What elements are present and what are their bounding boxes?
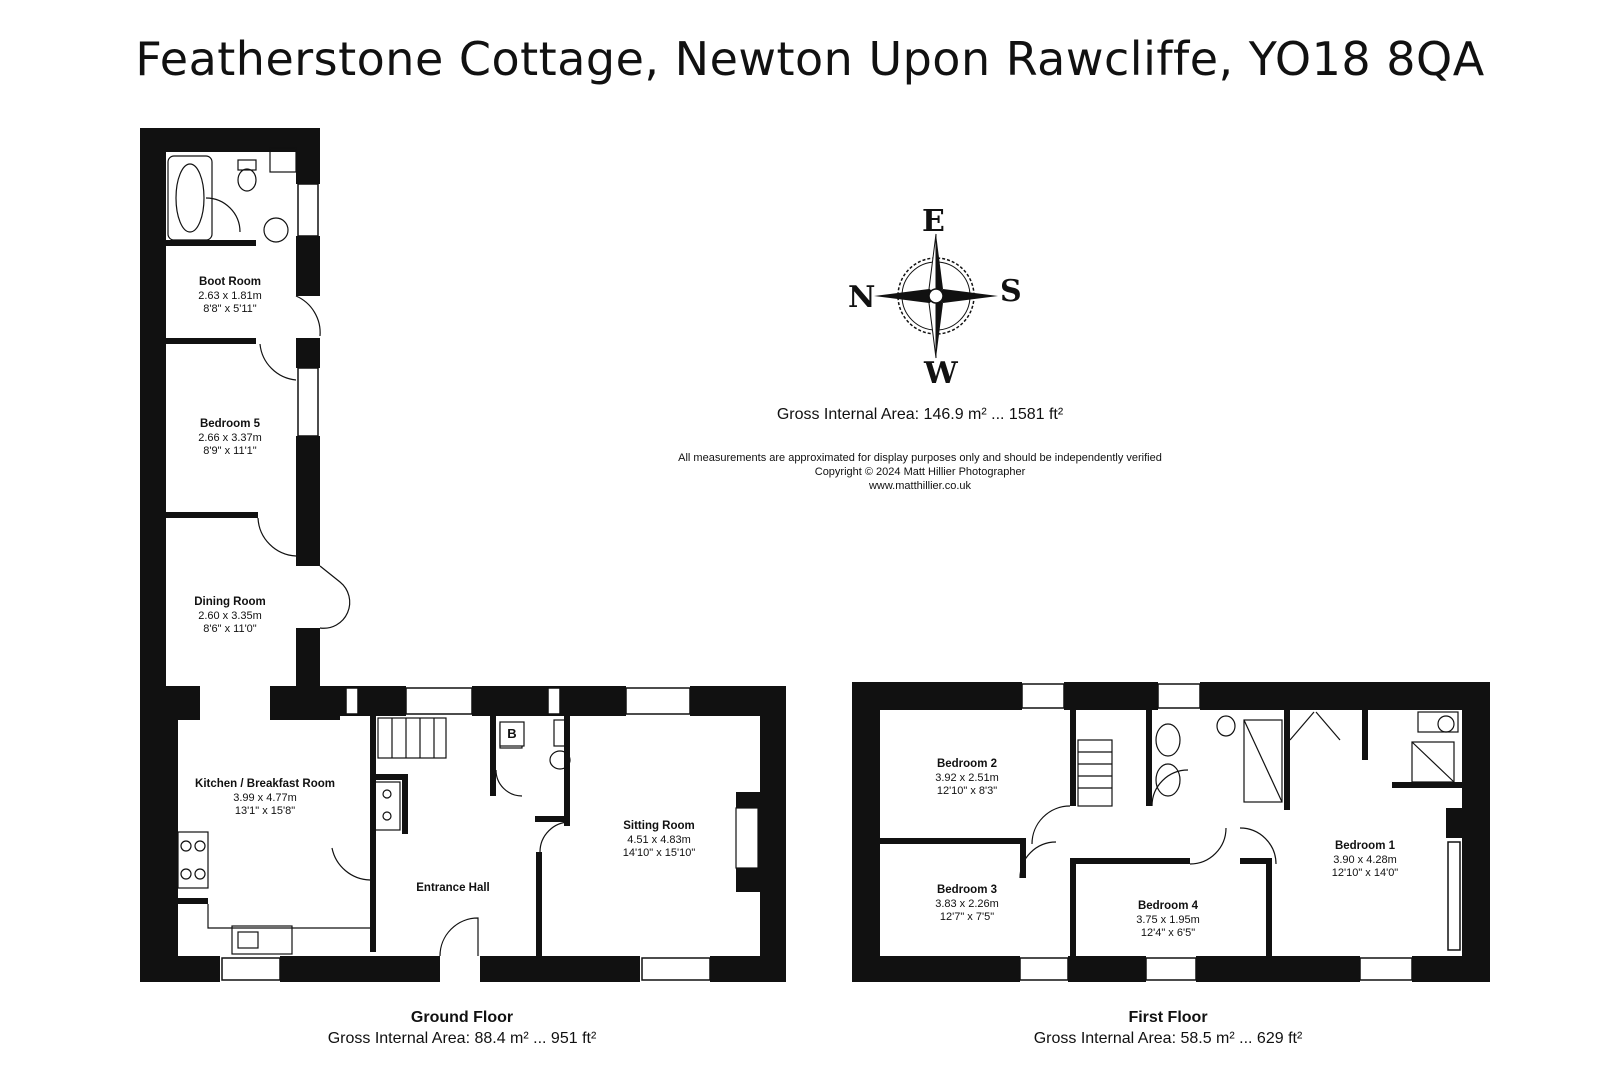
- room-name: Dining Room: [194, 596, 266, 608]
- first-floor-windows: [1019, 683, 1461, 981]
- disclaimer-line: All measurements are approximated for di…: [678, 452, 1162, 464]
- compass-label-right: S: [1000, 274, 1022, 309]
- property-title: Featherstone Cottage, Newton Upon Rawcli…: [135, 32, 1485, 86]
- room-name: Entrance Hall: [416, 882, 490, 894]
- website-line: www.matthillier.co.uk: [868, 480, 972, 492]
- room-dining-room: Dining Room 2.60 x 3.35m 8'6" x 11'0": [145, 596, 315, 637]
- first-floor-plan: [852, 682, 1490, 982]
- room-name: Bedroom 5: [199, 418, 261, 430]
- room-bedroom-3: Bedroom 3 3.83 x 2.26m 12'7" x 7'5": [882, 884, 1052, 925]
- ground-floor-caption: Ground Floor Gross Internal Area: 88.4 m…: [262, 1007, 662, 1049]
- sitting-room-fireplace: [735, 807, 759, 869]
- room-metric: 3.75 x 1.95m: [1136, 913, 1200, 926]
- first-floor-stairs: [1077, 739, 1113, 807]
- copyright-line: Copyright © 2024 Matt Hillier Photograph…: [814, 466, 1026, 478]
- room-imperial: 12'10" x 14'0": [1331, 867, 1399, 879]
- room-metric: 3.92 x 2.51m: [935, 771, 999, 784]
- first-floor-bathroom-fixtures: [1155, 711, 1459, 803]
- first-floor-walls: [852, 682, 1490, 982]
- room-metric: 3.99 x 4.77m: [233, 791, 297, 804]
- room-imperial: 12'7" x 7'5": [939, 911, 995, 923]
- boiler-symbol: B: [507, 726, 517, 741]
- ground-floor-doors: [205, 197, 571, 957]
- ground-floor-area: Gross Internal Area: 88.4 m² ... 951 ft²: [327, 1030, 597, 1047]
- room-name: Bedroom 2: [936, 758, 998, 770]
- room-name: Boot Room: [199, 276, 261, 288]
- room-metric: 4.51 x 4.83m: [627, 833, 691, 846]
- room-name: Bedroom 3: [936, 884, 998, 896]
- gross-internal-area-total: Gross Internal Area: 146.9 m² ... 1581 f…: [776, 406, 1064, 423]
- room-name: Sitting Room: [623, 820, 695, 832]
- ground-floor-label: Ground Floor: [410, 1009, 514, 1026]
- room-bedroom-1: Bedroom 1 3.90 x 4.28m 12'10" x 14'0": [1280, 840, 1450, 881]
- room-name: Kitchen / Breakfast Room: [195, 778, 335, 790]
- first-floor-caption: First Floor Gross Internal Area: 58.5 m²…: [968, 1007, 1368, 1049]
- ground-floor-interior-walls: [166, 240, 570, 956]
- room-entrance-hall: Entrance Hall: [368, 882, 538, 896]
- room-sitting-room: Sitting Room 4.51 x 4.83m 14'10" x 15'10…: [574, 820, 744, 861]
- room-imperial: 13'1" x 15'8": [234, 805, 296, 817]
- boiler-box: [499, 721, 525, 747]
- room-imperial: 8'6" x 11'0": [203, 623, 257, 635]
- room-metric: 2.66 x 3.37m: [198, 431, 262, 444]
- room-imperial: 12'4" x 6'5": [1140, 927, 1196, 939]
- kitchen-fixtures: [177, 781, 401, 955]
- compass-label-bottom: W: [924, 356, 958, 391]
- ground-floor-plan: [140, 128, 786, 982]
- room-bedroom-5: Bedroom 5 2.66 x 3.37m 8'9" x 11'1": [145, 418, 315, 459]
- ground-floor-walls: [140, 128, 786, 982]
- room-imperial: 12'10" x 8'3": [936, 785, 998, 797]
- disclaimer-notes: All measurements are approximated for di…: [560, 451, 1280, 493]
- ground-floor-stairs: [377, 717, 447, 759]
- first-floor-area: Gross Internal Area: 58.5 m² ... 629 ft²: [1033, 1030, 1303, 1047]
- room-name: Bedroom 1: [1334, 840, 1396, 852]
- room-boot-room: Boot Room 2.63 x 1.81m 8'8" x 5'11": [145, 276, 315, 317]
- compass-label-top: E: [922, 204, 945, 239]
- room-imperial: 8'9" x 11'1": [203, 445, 257, 457]
- room-bedroom-4: Bedroom 4 3.75 x 1.95m 12'4" x 6'5": [1083, 900, 1253, 941]
- first-floor-doors: [1019, 711, 1341, 879]
- first-floor-interior-walls: [880, 710, 1462, 956]
- room-metric: 3.83 x 2.26m: [935, 897, 999, 910]
- room-imperial: 14'10" x 15'10": [622, 847, 696, 859]
- compass-label-left: N: [848, 280, 876, 315]
- room-metric: 3.90 x 4.28m: [1333, 853, 1397, 866]
- room-metric: 2.60 x 3.35m: [198, 609, 262, 622]
- compass-rose: [874, 233, 998, 359]
- room-name: Bedroom 4: [1137, 900, 1199, 912]
- room-kitchen-breakfast: Kitchen / Breakfast Room 3.99 x 4.77m 13…: [180, 778, 350, 819]
- room-imperial: 8'8" x 5'11": [203, 303, 257, 315]
- first-floor-label: First Floor: [1128, 1009, 1208, 1026]
- room-metric: 2.63 x 1.81m: [198, 289, 262, 302]
- ground-floor-windows: [221, 183, 711, 981]
- room-bedroom-2: Bedroom 2 3.92 x 2.51m 12'10" x 8'3": [882, 758, 1052, 799]
